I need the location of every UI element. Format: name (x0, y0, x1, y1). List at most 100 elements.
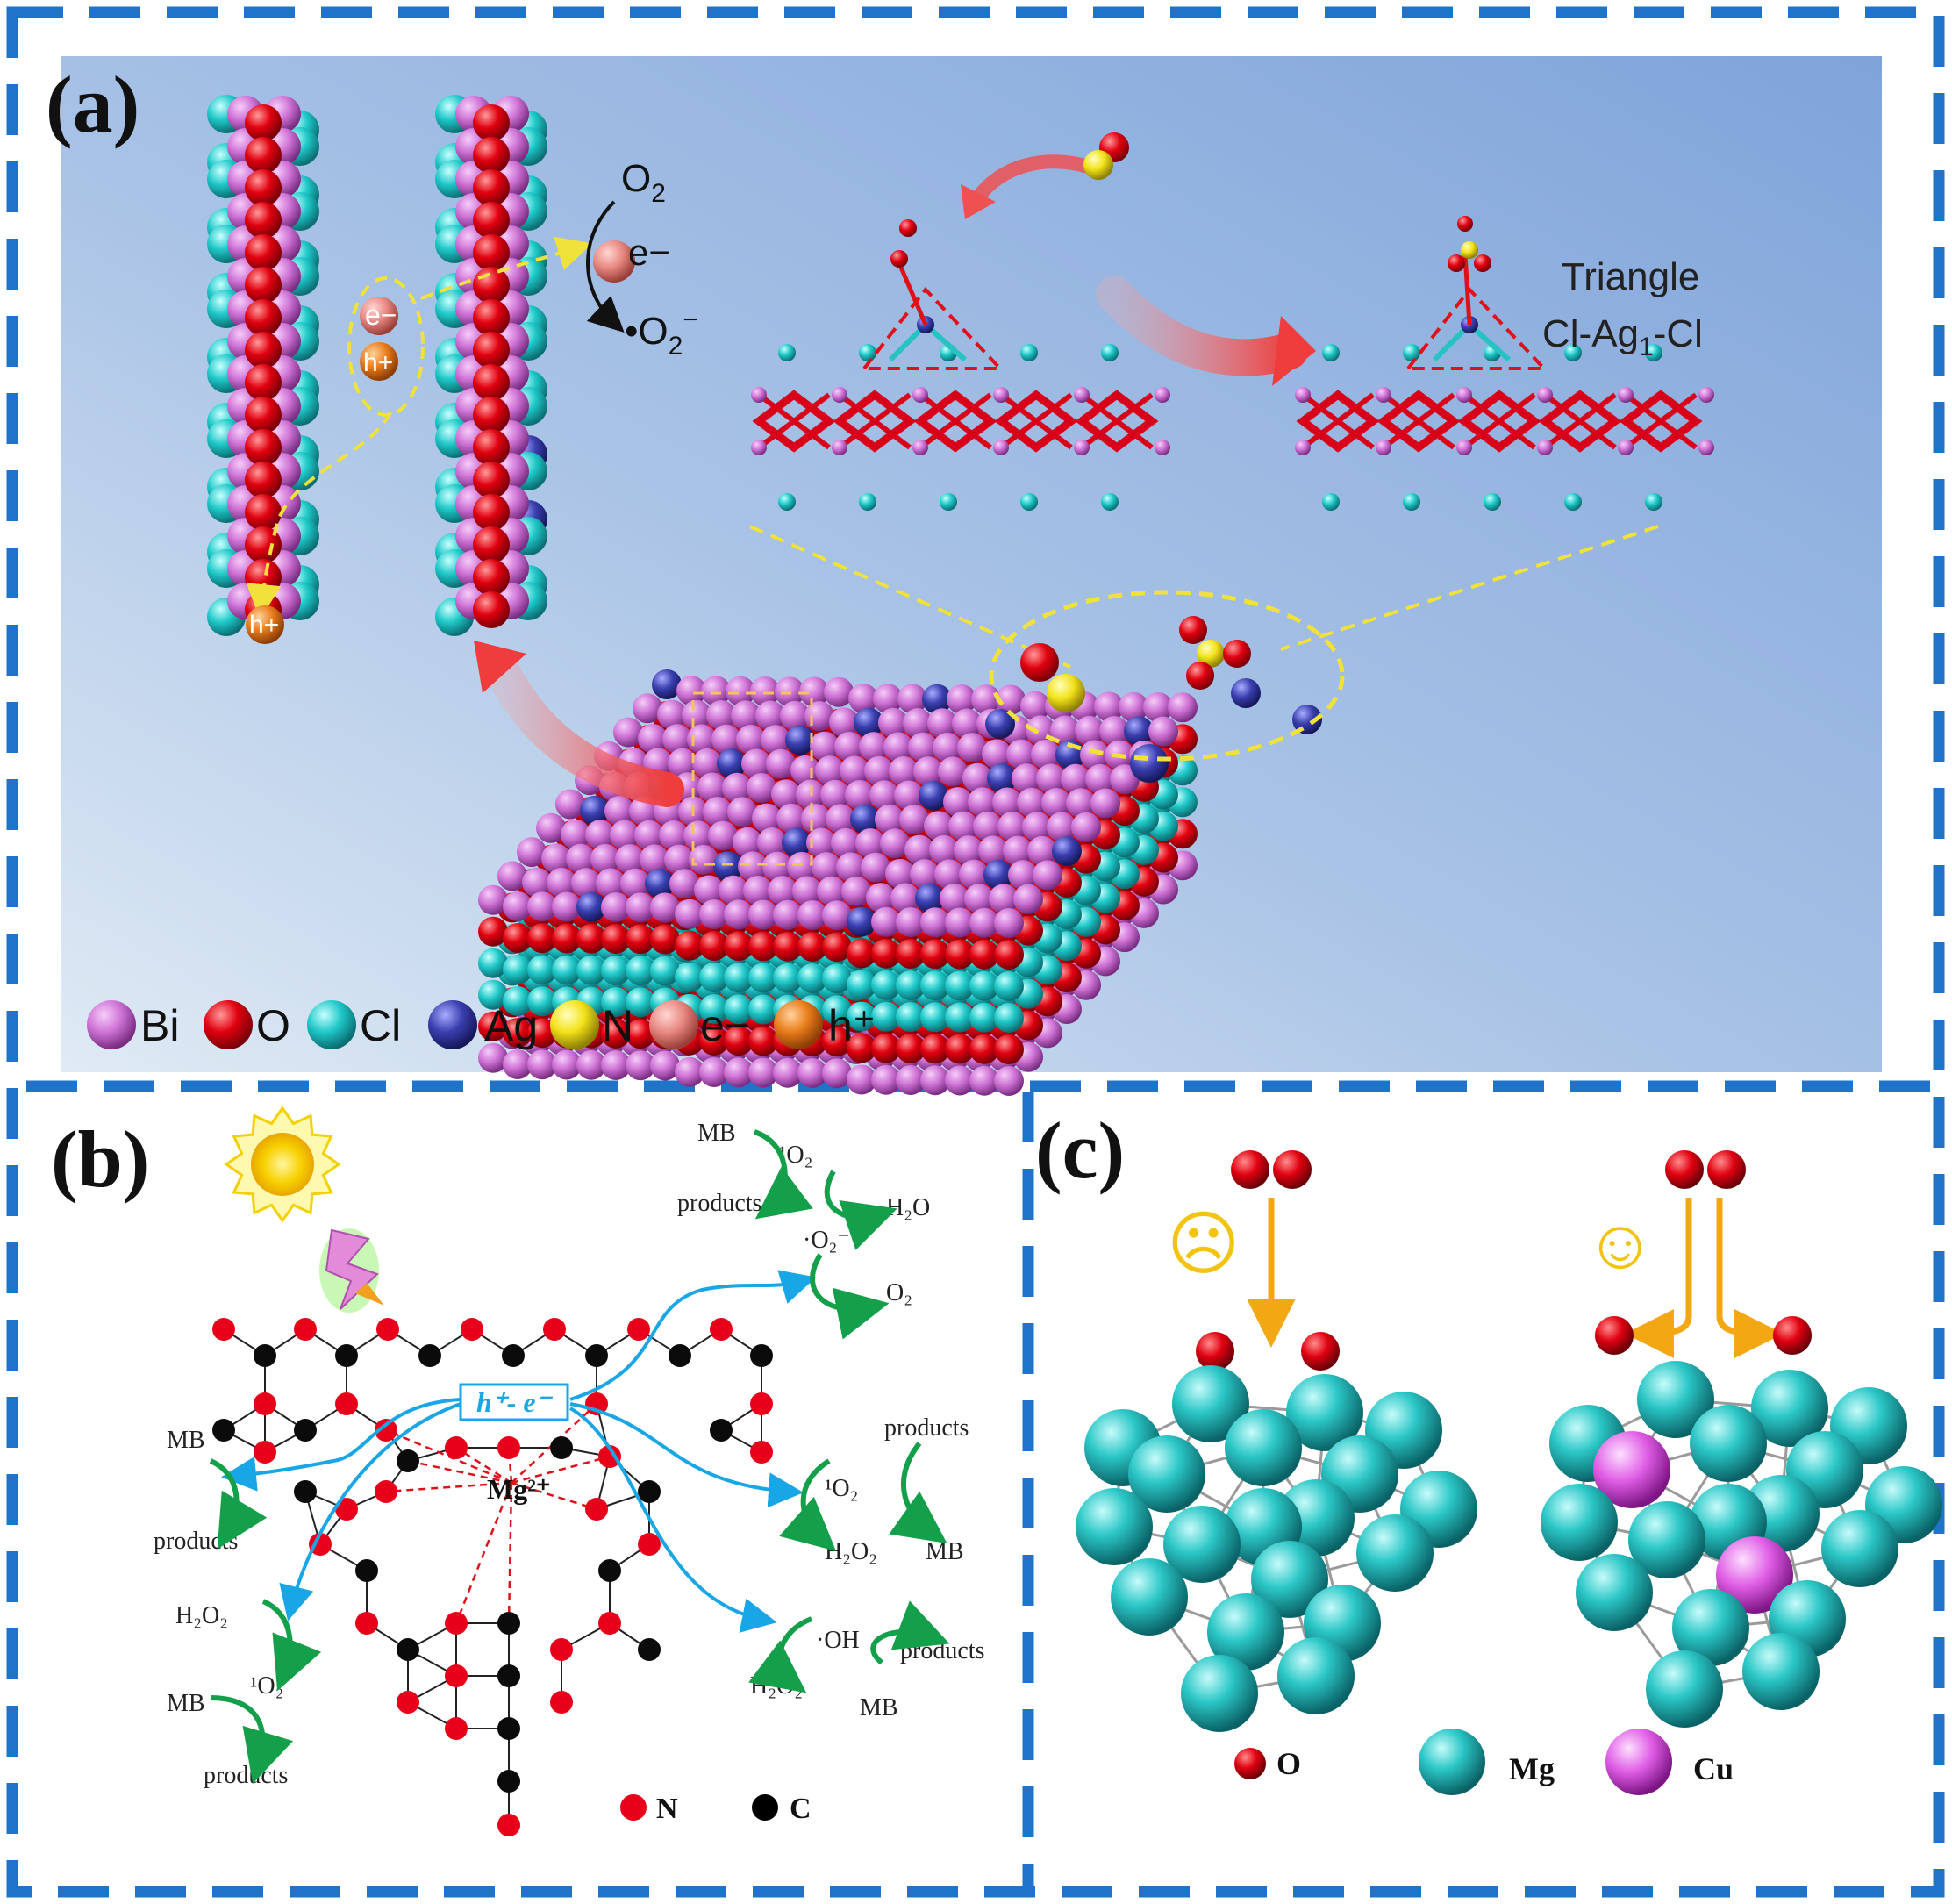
atom (748, 1057, 778, 1088)
atom (699, 930, 729, 961)
atom (733, 827, 762, 857)
atom (1292, 705, 1322, 734)
carbon-atom (638, 1638, 661, 1661)
atom (971, 684, 1001, 715)
atom (245, 234, 282, 271)
legend-a: Bi O Cl Ag N e− h⁺ (87, 1000, 876, 1050)
panel-b-label: (b) (51, 1114, 149, 1204)
carbon-atom (212, 1419, 235, 1442)
svg-text:MB: MB (697, 1120, 736, 1147)
atom (855, 828, 885, 859)
atom (1163, 1506, 1241, 1583)
atom (978, 835, 1008, 866)
atom (626, 987, 655, 1018)
atom (699, 962, 729, 992)
atom (993, 440, 1009, 455)
atom (945, 1034, 975, 1064)
carbon-atom (397, 1449, 419, 1472)
lightning-icon (319, 1228, 384, 1313)
atom (601, 891, 631, 922)
atom (1020, 643, 1059, 682)
atom (245, 429, 282, 466)
atom (866, 883, 896, 913)
atom (929, 834, 959, 865)
atom (1020, 344, 1038, 361)
carbon-atom (497, 1612, 520, 1635)
atom (910, 859, 940, 890)
atom (969, 939, 999, 970)
atom (1197, 640, 1225, 668)
atom (1698, 387, 1714, 403)
atom (750, 676, 780, 706)
atom (815, 755, 845, 786)
atom (552, 923, 582, 954)
atom (652, 669, 682, 699)
carbon-atom (497, 1717, 520, 1740)
atom (245, 494, 282, 531)
atom (817, 876, 847, 906)
atom (731, 700, 761, 731)
atom (1012, 763, 1041, 794)
zoom-box (691, 691, 813, 866)
bond (1075, 390, 1159, 453)
atom (822, 1058, 852, 1089)
nitrogen-atom (461, 1318, 483, 1341)
mgcu-cluster (1541, 1361, 1942, 1728)
carbon-atom (355, 1559, 378, 1582)
svg-text:N: N (656, 1793, 678, 1825)
atom (601, 1049, 631, 1080)
legend-b: N C (620, 1793, 812, 1825)
atom (1645, 493, 1662, 511)
atom (775, 676, 804, 707)
atom (724, 994, 754, 1025)
coordination-bond (407, 1459, 512, 1485)
atom (864, 755, 894, 786)
atom (692, 748, 722, 778)
atom (1645, 344, 1662, 361)
atom (552, 891, 582, 922)
coordination-bond (511, 1455, 611, 1485)
atom (724, 1026, 754, 1056)
coordination-bond (385, 1428, 512, 1485)
o2-molecule-right (1665, 1150, 1746, 1189)
atom (478, 979, 508, 1010)
atom (676, 676, 706, 706)
sad-face-icon: ☹ (1167, 1205, 1240, 1283)
atom (1099, 716, 1129, 747)
atom (848, 684, 878, 713)
atom (1541, 1484, 1618, 1561)
atom (836, 852, 866, 883)
svg-text:MB: MB (167, 1427, 205, 1454)
legend-c: O Mg Cu (1234, 1729, 1734, 1795)
atom (1071, 812, 1101, 842)
atom (662, 724, 692, 755)
atom (822, 1027, 852, 1057)
atom (503, 1017, 533, 1048)
atom (1101, 493, 1119, 511)
atom (1225, 1409, 1302, 1486)
atom (1690, 1405, 1767, 1482)
atom (682, 699, 711, 730)
atom (890, 250, 908, 268)
atom (945, 907, 975, 938)
atom (889, 755, 919, 786)
atom (969, 1065, 999, 1096)
carbon-atom (397, 1638, 419, 1661)
atom (896, 1064, 926, 1095)
nitrogen-atom (335, 1498, 358, 1521)
atom (473, 397, 510, 433)
atom (1618, 440, 1634, 455)
atom (689, 844, 719, 875)
blue-transfer-arrows (221, 1270, 817, 1633)
atom (832, 387, 847, 403)
atom (920, 1065, 950, 1096)
atom (473, 526, 510, 563)
atom (915, 883, 945, 913)
atom (1020, 493, 1038, 511)
atom (708, 820, 738, 851)
bond (757, 392, 831, 450)
nitrogen-atom (543, 1318, 566, 1341)
atom (669, 869, 699, 899)
charge-carrier-box (459, 1383, 569, 1421)
